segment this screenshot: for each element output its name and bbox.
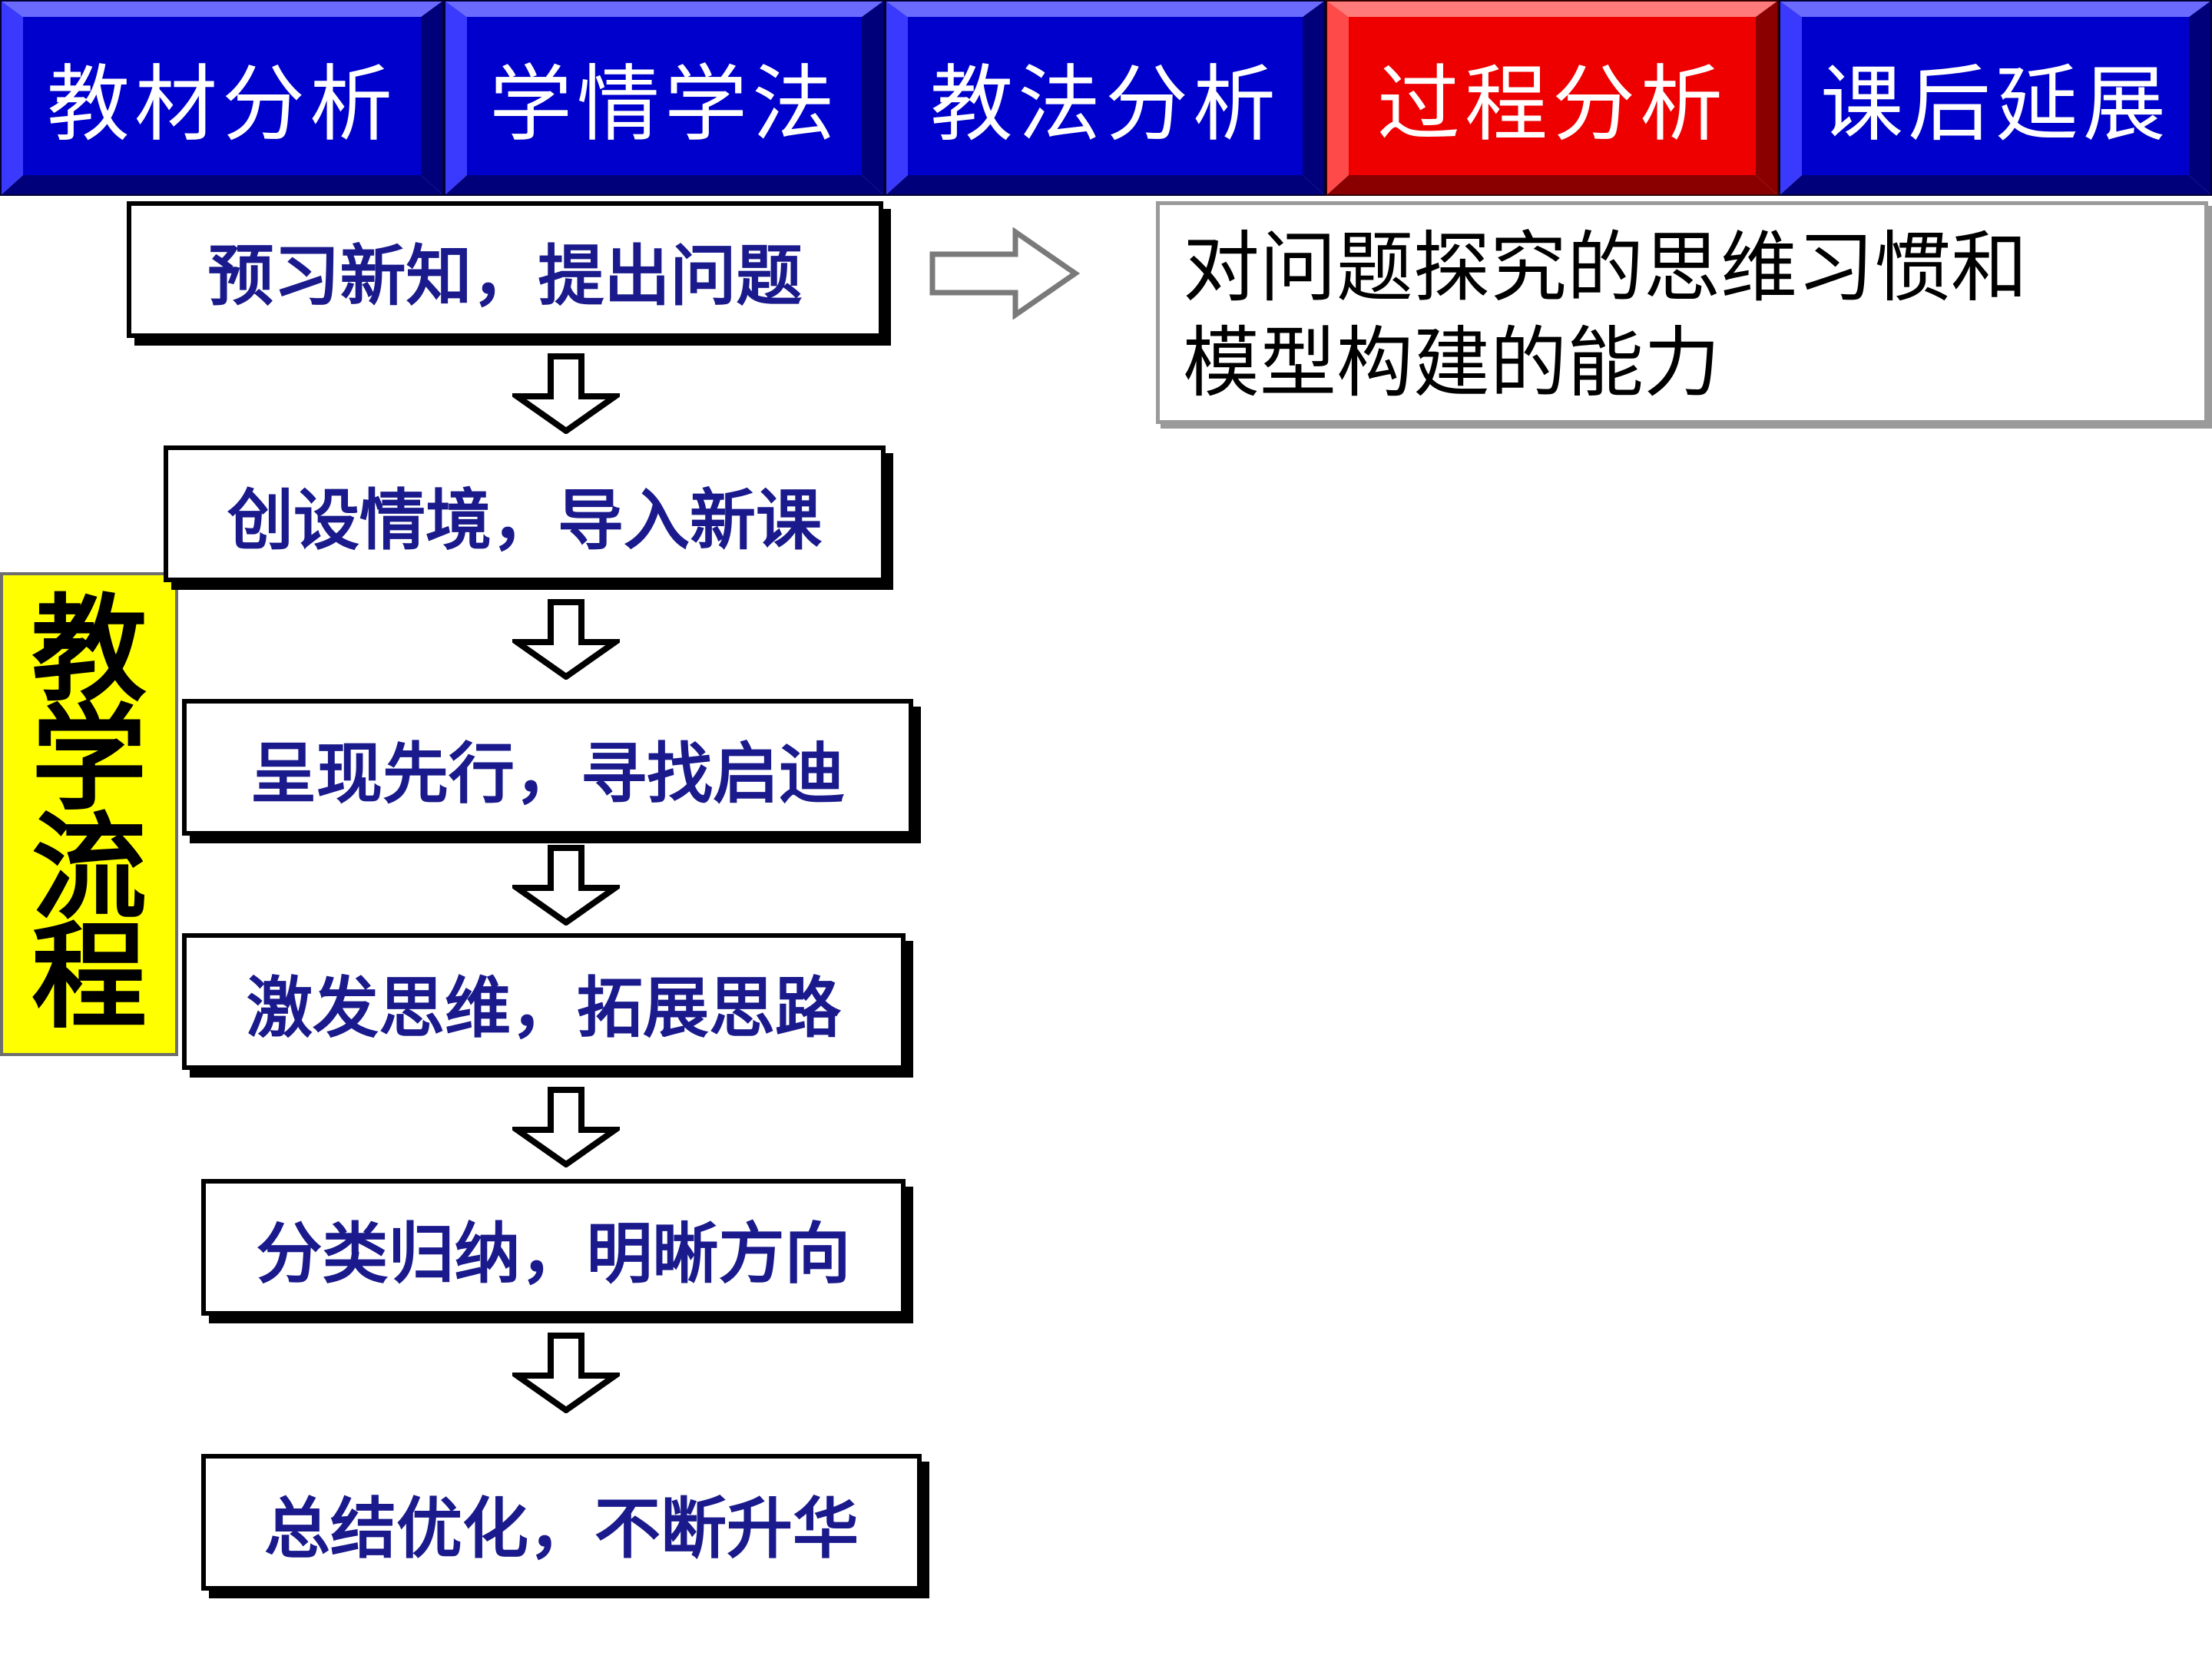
tab-label: 过程分析 xyxy=(1376,57,1727,153)
down-arrow-icon xyxy=(512,1087,620,1167)
tab-label: 课后延展 xyxy=(1820,57,2171,153)
flow-step-classify: 分类归纳，明晰方向 xyxy=(201,1179,906,1316)
tab-bevel xyxy=(444,0,885,196)
vertical-char: 程 xyxy=(31,911,147,1045)
ability-note-box: 对问题探究的思维习惯和 模型构建的能力 xyxy=(1156,201,2208,424)
flow-step-introduce: 创设情境，导入新课 xyxy=(164,445,886,582)
tab-teaching-method[interactable]: 教法分析 xyxy=(885,0,1326,196)
teaching-flow-label: 教 学 流 程 xyxy=(0,572,178,1056)
tab-bevel xyxy=(885,0,1326,196)
flow-step-preview: 预习新知，提出问题 xyxy=(127,201,883,338)
flow-step-inspire: 激发思维，拓展思路 xyxy=(182,933,906,1070)
vertical-char: 教 xyxy=(31,584,147,717)
flow-step-present: 呈现先行，寻找启迪 xyxy=(182,699,913,836)
down-arrow-icon xyxy=(512,1333,620,1413)
tab-process-analysis[interactable]: 过程分析 xyxy=(1326,0,1779,196)
tab-label: 学情学法 xyxy=(488,57,839,153)
right-arrow-icon xyxy=(929,227,1081,320)
tab-after-class[interactable]: 课后延展 xyxy=(1779,0,2212,196)
down-arrow-icon xyxy=(512,845,620,926)
tab-textbook-analysis[interactable]: 教材分析 xyxy=(0,0,444,196)
vertical-char: 学 xyxy=(31,693,147,826)
down-arrow-icon xyxy=(512,353,620,434)
note-line: 对问题探究的思维习惯和 xyxy=(1183,223,2028,313)
tab-bevel-active xyxy=(1326,0,1779,196)
tab-label: 教法分析 xyxy=(929,57,1280,153)
nav-tabs: 教材分析 学情学法 教法分析 xyxy=(0,0,2212,196)
tab-label: 教材分析 xyxy=(46,57,397,153)
vertical-char: 流 xyxy=(31,802,147,935)
tab-learning-situation[interactable]: 学情学法 xyxy=(444,0,885,196)
tab-bevel xyxy=(1779,0,2212,196)
down-arrow-icon xyxy=(512,599,620,680)
flow-step-summarize: 总结优化，不断升华 xyxy=(201,1454,922,1591)
note-line: 模型构建的能力 xyxy=(1183,318,1720,408)
